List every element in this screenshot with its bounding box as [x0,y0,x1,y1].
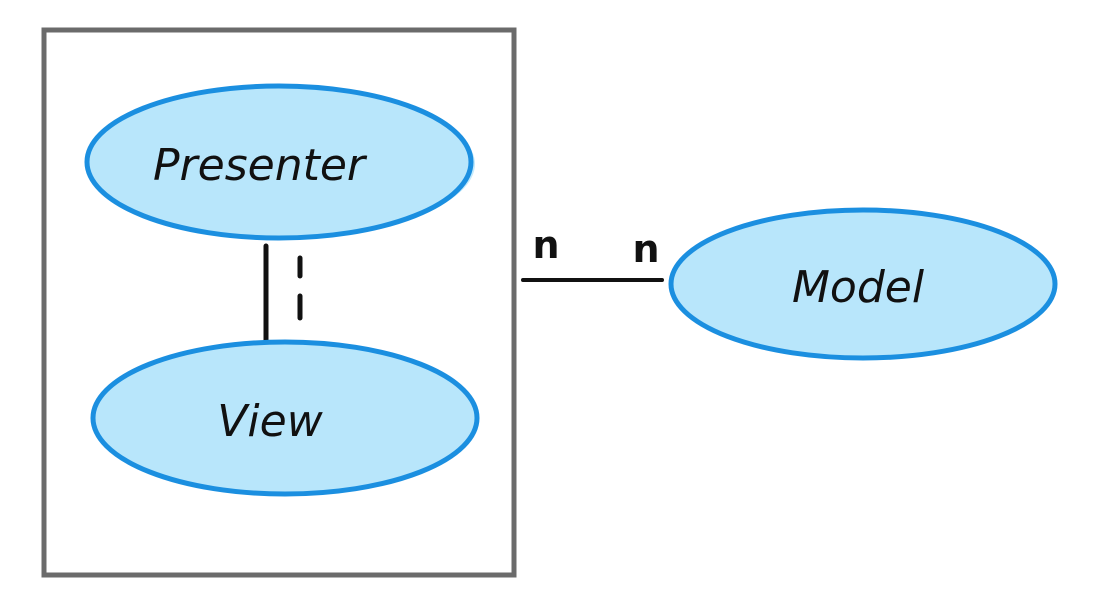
view-ellipse [90,339,480,497]
model-ellipse [668,207,1058,361]
presenter-label: Presenter [153,140,368,191]
multiplicity-right: n [632,227,659,271]
multiplicity-left: n [532,223,559,267]
presenter-node: Presenter [84,83,475,241]
presenter-ellipse [84,83,474,241]
view-label: View [217,396,323,447]
model-label: Model [792,262,925,313]
model-node: Model [668,207,1058,361]
view-node: View [90,339,480,497]
presenter-view-group-frame [41,27,517,578]
